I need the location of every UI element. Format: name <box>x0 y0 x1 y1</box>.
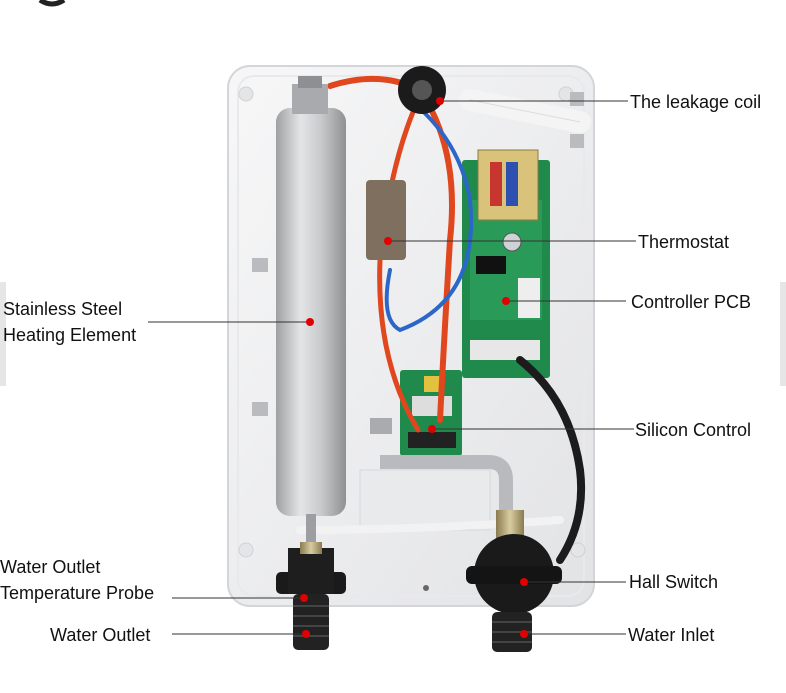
controller-board <box>462 149 550 378</box>
label-silicon-control: Silicon Control <box>635 420 752 440</box>
water-inlet-fitting <box>466 510 562 652</box>
right-edge-shadow <box>780 282 786 386</box>
marker-hall-switch <box>520 578 528 586</box>
leakage-coil <box>398 66 446 114</box>
marker-controller-pcb <box>502 297 510 305</box>
left-edge-shadow <box>0 282 6 386</box>
logo-fragment <box>38 0 66 7</box>
heating-element <box>276 76 346 548</box>
marker-leakage-coil <box>436 97 444 105</box>
marker-dots <box>300 97 528 638</box>
label-hall-switch: Hall Switch <box>629 572 719 592</box>
water-outlet-fitting <box>276 542 346 650</box>
label-water-inlet: Water Inlet <box>628 625 715 645</box>
marker-thermostat <box>384 237 392 245</box>
outlet-pipe <box>380 455 513 520</box>
label-outlet-temp-probe: Water Outlet Temperature Probe <box>0 557 155 603</box>
marker-silicon-control <box>428 425 436 433</box>
label-thermostat: Thermostat <box>638 232 730 252</box>
thermostat-body <box>366 180 406 260</box>
marker-water-outlet <box>302 630 310 638</box>
label-water-outlet: Water Outlet <box>50 625 151 645</box>
marker-water-inlet <box>520 630 528 638</box>
label-controller-pcb: Controller PCB <box>631 292 752 312</box>
marker-heating-element <box>306 318 314 326</box>
screws <box>252 92 584 434</box>
leader-lines <box>148 100 636 635</box>
marker-temp-probe <box>300 594 308 602</box>
label-heating-element: Stainless Steel Heating Element <box>3 299 137 345</box>
label-leakage-coil: The leakage coil <box>630 92 762 112</box>
